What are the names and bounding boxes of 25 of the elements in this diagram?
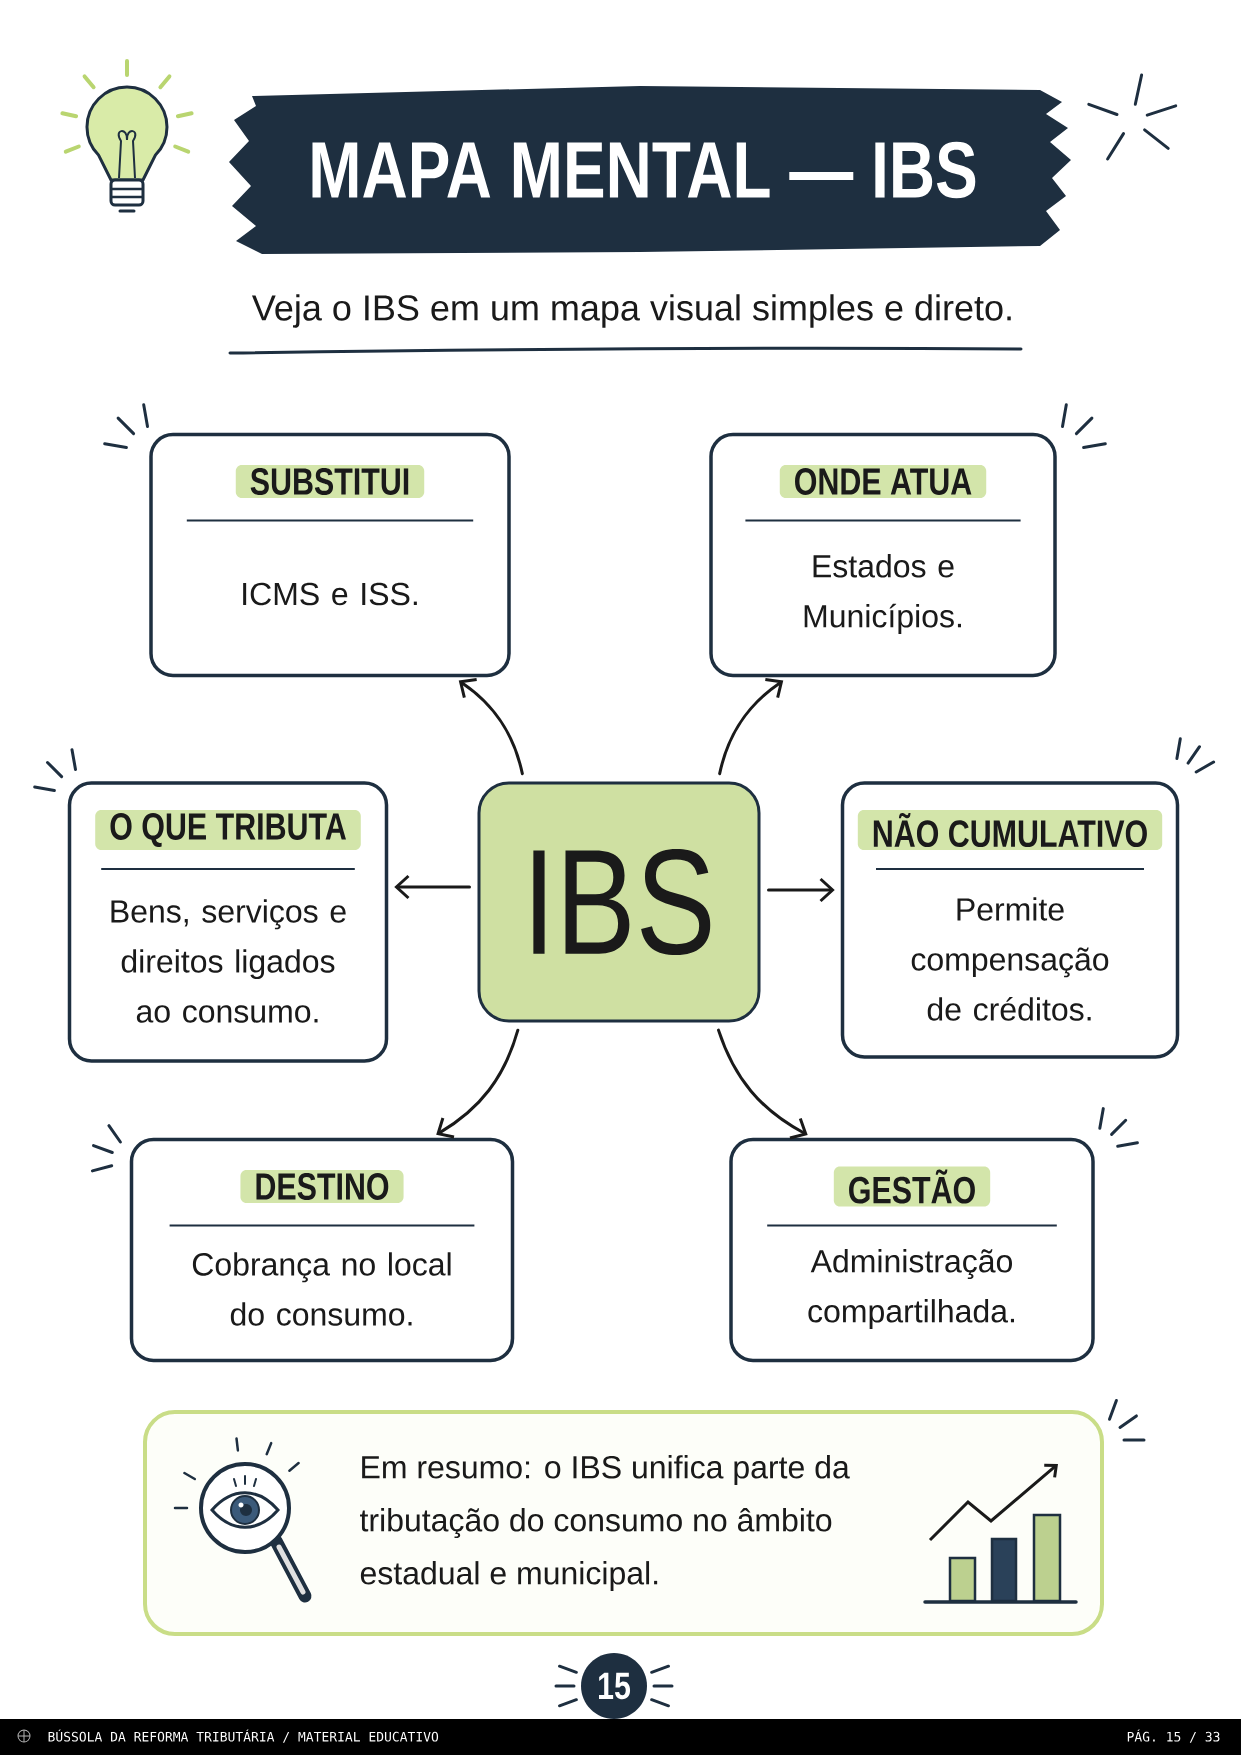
card-heading: DESTINO [240,1170,404,1203]
card-heading: ONDE ATUA [779,465,987,498]
footer-text: BÚSSOLA DA REFORMA TRIBUTÁRIA / MATERIAL EDUCATIVO [48,1729,439,1743]
page-indicator: PÁG. 15 / 33 [1127,1729,1220,1743]
card-text: Cobrança no local do consumo. [192,1252,451,1326]
title-banner: MAPA MENTAL — IBS [229,86,1071,254]
card-heading: GESTÃO [833,1166,991,1207]
arrow [394,874,471,900]
arrow [717,1028,808,1140]
card-text: Permite compensação de créditos. [911,897,1109,1021]
arrow [458,677,524,776]
hub-box: IBS [477,781,761,1023]
page-number: 15 [581,1653,647,1719]
card-text: Bens, serviços e direitos ligados ao consumo. [111,899,346,1023]
subtitle: Veja o IBS em um mapa visual simples e direto. [252,294,1011,328]
arrow [767,877,835,903]
card-text: Estados e Municípios. [804,554,961,634]
arrow [718,677,784,776]
card-text: ICMS e ISS. [243,582,417,606]
card-text: Administração compartilhada. [808,1249,1014,1329]
card-heading: O QUE TRIBUTA [95,810,361,850]
arrow [436,1028,520,1139]
card-heading: SUBSTITUI [235,465,425,498]
summary-text: Em resumo: o IBS unifica parte da tributação do consumo no âmbito estadual e municipal. [360,1455,850,1591]
card-heading: NÃO CUMULATIVO [857,809,1163,851]
